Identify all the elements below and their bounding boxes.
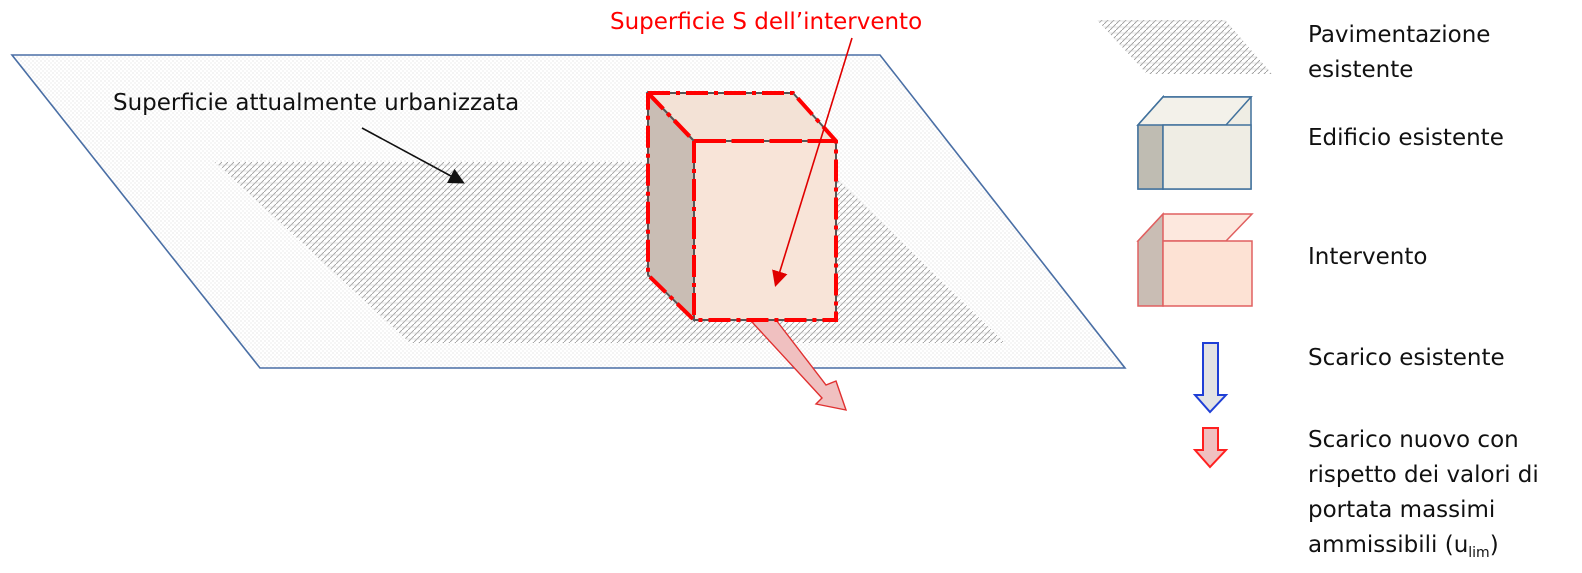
urbanized-area-pointer xyxy=(361,127,465,184)
legend-existing-discharge-arrow xyxy=(1192,342,1229,414)
legend-new-discharge-line3: portata massimi xyxy=(1308,497,1496,523)
legend-paving-swatch xyxy=(1097,20,1272,74)
intervention-box xyxy=(645,90,839,323)
legend-paving-label: Pavimentazione esistente xyxy=(1308,18,1490,88)
legend-paving-line2: esistente xyxy=(1308,57,1414,83)
legend-new-discharge-prefix: ammissibili (u xyxy=(1308,532,1469,558)
legend-new-discharge-arrow xyxy=(1192,427,1229,469)
legend-new-discharge-suffix: ) xyxy=(1489,532,1499,558)
intervention-surface-outline xyxy=(646,91,838,322)
legend-new-discharge-label: Scarico nuovo con rispetto dei valori di… xyxy=(1308,423,1539,563)
target-area-label: Superficie S dell’intervento xyxy=(610,9,922,35)
legend-existing-building-icon xyxy=(1136,95,1253,190)
urbanized-area-label: Superficie attualmente urbanizzata xyxy=(113,90,519,116)
new-discharge-arrow xyxy=(750,315,848,411)
legend-intervention-icon xyxy=(1136,212,1254,307)
legend-existing-building-label: Edificio esistente xyxy=(1308,125,1504,151)
legend-new-discharge-line1: Scarico nuovo con xyxy=(1308,427,1519,453)
intervention-box-front xyxy=(693,140,837,321)
legend-paving-line1: Pavimentazione xyxy=(1308,22,1491,48)
legend-new-discharge-line2: rispetto dei valori di xyxy=(1308,462,1539,488)
legend-existing-discharge-label: Scarico esistente xyxy=(1308,345,1505,371)
legend-new-discharge-subscript: lim xyxy=(1468,545,1490,561)
legend-new-discharge-line4: ammissibili (ulim) xyxy=(1308,528,1539,563)
target-area-pointer xyxy=(772,37,853,288)
legend-intervention-label: Intervento xyxy=(1308,244,1428,270)
